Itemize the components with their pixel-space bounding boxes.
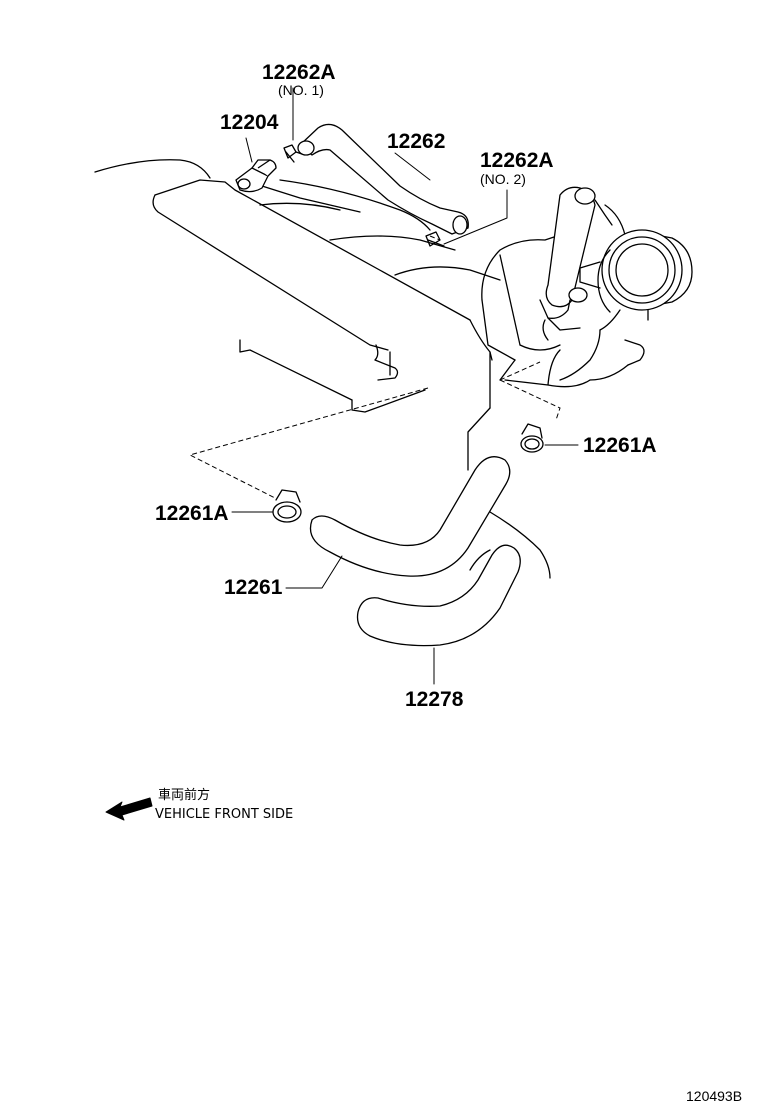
label-12262: 12262 [387, 130, 445, 153]
leader-lines [231, 87, 579, 685]
label-12261A-right: 12261A [583, 434, 657, 457]
throttle-body-assembly [539, 186, 693, 341]
label-12204: 12204 [220, 111, 279, 134]
label-12262A-no1-sub: (NO. 1) [278, 82, 324, 98]
figure-id: 120493B [686, 1088, 742, 1104]
clamp-12261A-right [520, 423, 544, 453]
label-12261A-left: 12261A [155, 502, 229, 525]
clamp-12262A-no2 [425, 231, 445, 247]
label-12262A-no1: 12262A [262, 61, 336, 84]
clamp-12261A-left [272, 489, 302, 523]
front-note-jp: 車両前方 [158, 787, 210, 803]
ventilation-hose-12262 [295, 123, 469, 235]
label-12278: 12278 [405, 688, 464, 711]
reference-dashed-lines [188, 235, 561, 499]
engine-outline [94, 159, 645, 471]
label-12262A-no2-sub: (NO. 2) [480, 171, 526, 187]
pcv-valve-12204 [235, 159, 277, 193]
clamp-12262A-no1 [283, 144, 297, 163]
hose-12278 [356, 544, 521, 647]
label-12261: 12261 [224, 576, 283, 599]
front-arrow-icon [105, 797, 153, 821]
hose-12261 [309, 456, 551, 579]
front-note-en: VEHICLE FRONT SIDE [155, 807, 293, 822]
label-12262A-no2: 12262A [480, 149, 554, 172]
